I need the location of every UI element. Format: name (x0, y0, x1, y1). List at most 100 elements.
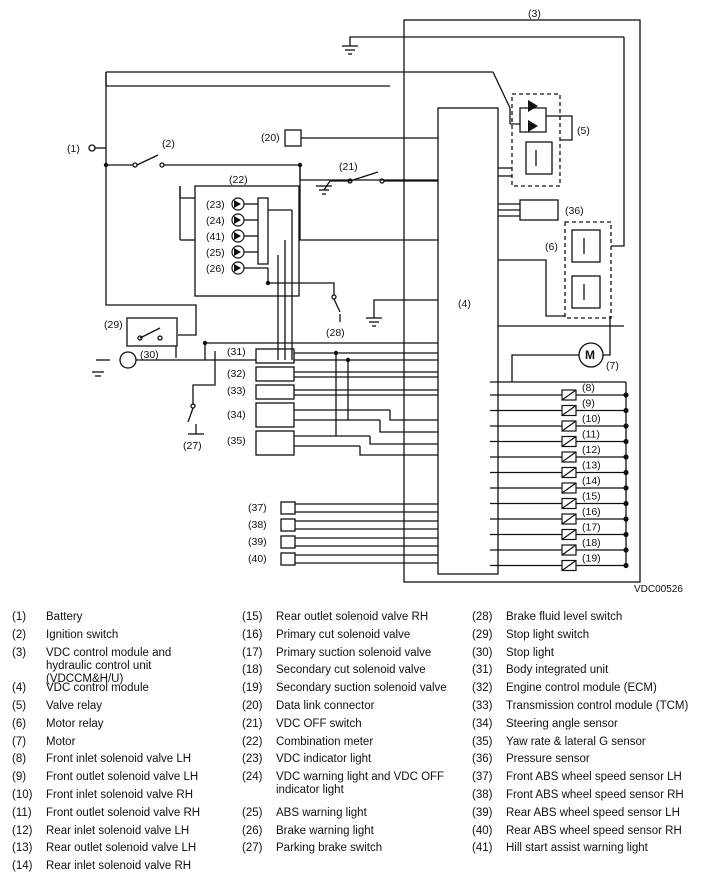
legend-item: (28)Brake fluid level switch (472, 611, 622, 624)
legend-item: (32)Engine control module (ECM) (472, 682, 657, 695)
callout-8: (8) (582, 382, 595, 394)
legend-number: (33) (472, 700, 493, 712)
legend-number: (7) (12, 735, 27, 748)
legend-text: Stop light (506, 646, 554, 659)
legend-item: (10)Front inlet solenoid valve RH (12, 789, 193, 802)
legend-text: Yaw rate & lateral G sensor (506, 735, 646, 748)
legend-item: (11)Front outlet solenoid valve RH (12, 807, 200, 820)
legend-text: Secondary cut solenoid valve (276, 664, 426, 677)
vdccm-hu-box (403, 19, 641, 583)
legend-text: Motor (46, 735, 76, 748)
callout-5: (5) (577, 125, 590, 137)
callout-32: (32) (227, 368, 246, 380)
legend-number: (17) (242, 646, 263, 659)
legend-number: (37) (472, 771, 493, 784)
wheel-sensor-fr (280, 518, 296, 532)
wiring-diagram: (1) (2) (3) (4) (5) (6) (7) (20) (21) (2… (67, 8, 641, 583)
callout-10: (10) (582, 413, 601, 425)
legend-number: (34) (472, 717, 493, 730)
wheel-sensor-rl (280, 535, 296, 549)
legend-text: Rear inlet solenoid valve RH (46, 860, 192, 873)
callout-23: (23) (206, 199, 225, 211)
legend-text: VDC warning light and VDC OFF indicator … (276, 771, 445, 797)
callout-30: (30) (140, 349, 159, 361)
legend-number: (9) (12, 771, 27, 784)
motor-relay (564, 221, 612, 319)
legend-text: Motor relay (46, 717, 104, 730)
legend-text: Battery (46, 611, 83, 623)
legend-item: (37)Front ABS wheel speed sensor LH (472, 771, 682, 784)
legend-number: (12) (12, 824, 33, 837)
legend-item: (36)Pressure sensor (472, 753, 590, 766)
legend-item: (27)Parking brake switch (242, 842, 382, 855)
body-integrated-unit (255, 348, 295, 364)
callout-4: (4) (458, 298, 471, 310)
legend-item: (16)Primary cut solenoid valve (242, 629, 410, 642)
legend-item: (1) Battery (12, 611, 82, 624)
callout-34: (34) (227, 409, 246, 421)
legend-text: Front inlet solenoid valve RH (46, 788, 194, 801)
legend-text: Engine control module (ECM) (506, 682, 657, 695)
data-link-connector (284, 129, 302, 147)
callout-1: (1) (67, 143, 80, 155)
legend-number: (22) (242, 735, 263, 748)
battery-terminal (88, 144, 96, 152)
legend-item: (22)Combination meter (242, 736, 373, 749)
callout-29: (29) (104, 319, 123, 331)
legend-number: (15) (242, 611, 263, 623)
legend-item: (12)Rear inlet solenoid valve LH (12, 825, 189, 838)
steering-angle-sensor (255, 402, 295, 428)
legend-item: (35)Yaw rate & lateral G sensor (472, 736, 646, 749)
combination-meter (194, 185, 300, 297)
legend-item: (4)VDC control module (12, 682, 149, 695)
stop-light-switch (126, 317, 178, 347)
legend-text: Rear outlet solenoid valve RH (276, 611, 429, 623)
legend-text: Front outlet solenoid valve LH (46, 771, 199, 784)
legend-number: (18) (242, 664, 263, 677)
callout-16: (16) (582, 506, 601, 518)
legend-item: (15) Rear outlet solenoid valve RH (242, 611, 428, 624)
legend-item: (25)ABS warning light (242, 807, 367, 820)
legend-item: (3)VDC control module and hydraulic cont… (12, 647, 216, 686)
legend-number: (40) (472, 824, 493, 837)
legend-text: Rear ABS wheel speed sensor LH (506, 806, 680, 819)
legend-item: (21)VDC OFF switch (242, 718, 362, 731)
legend-number: (6) (12, 717, 27, 730)
transmission-control-module (255, 384, 295, 400)
legend-item: (29) Stop light switch (472, 629, 589, 642)
legend-item: (20)Data link connector (242, 700, 374, 713)
legend-text: Stop light switch (506, 628, 590, 641)
legend-number: (31) (472, 664, 493, 677)
legend-text: Front inlet solenoid valve LH (46, 753, 192, 766)
legend-number: (1) (12, 611, 27, 623)
legend-number: (25) (242, 806, 263, 819)
legend: (1)Battery(2)Ignition switch(3)VDC contr… (0, 605, 710, 882)
legend-number: (39) (472, 806, 493, 819)
legend-number: (2) (12, 628, 27, 641)
callout-19: (19) (582, 553, 601, 565)
legend-number: (11) (12, 806, 32, 819)
legend-item: (5)Valve relay (12, 700, 102, 713)
legend-number: (27) (242, 842, 263, 855)
callout-27: (27) (183, 440, 202, 452)
engine-control-module (255, 366, 295, 382)
legend-text: Valve relay (46, 699, 103, 712)
legend-number: (26) (242, 824, 263, 837)
legend-number: (24) (242, 771, 263, 784)
vdc-control-module (437, 107, 499, 575)
legend-text: Rear ABS wheel speed sensor RH (506, 824, 682, 837)
legend-number: (14) (12, 860, 33, 873)
legend-text: Primary cut solenoid valve (276, 628, 411, 641)
callout-40: (40) (248, 553, 267, 565)
callout-11: (11) (582, 429, 600, 441)
legend-item: (41)Hill start assist warning light (472, 842, 648, 855)
callout-24: (24) (206, 215, 225, 227)
legend-text: VDC OFF switch (276, 717, 362, 730)
legend-number: (29) (472, 628, 493, 641)
callout-39: (39) (248, 536, 267, 548)
legend-number: (36) (472, 753, 493, 766)
legend-text: Rear outlet solenoid valve LH (46, 842, 197, 855)
callout-13: (13) (582, 460, 601, 472)
legend-number: (13) (12, 842, 33, 855)
legend-item: (31)Body integrated unit (472, 664, 608, 677)
